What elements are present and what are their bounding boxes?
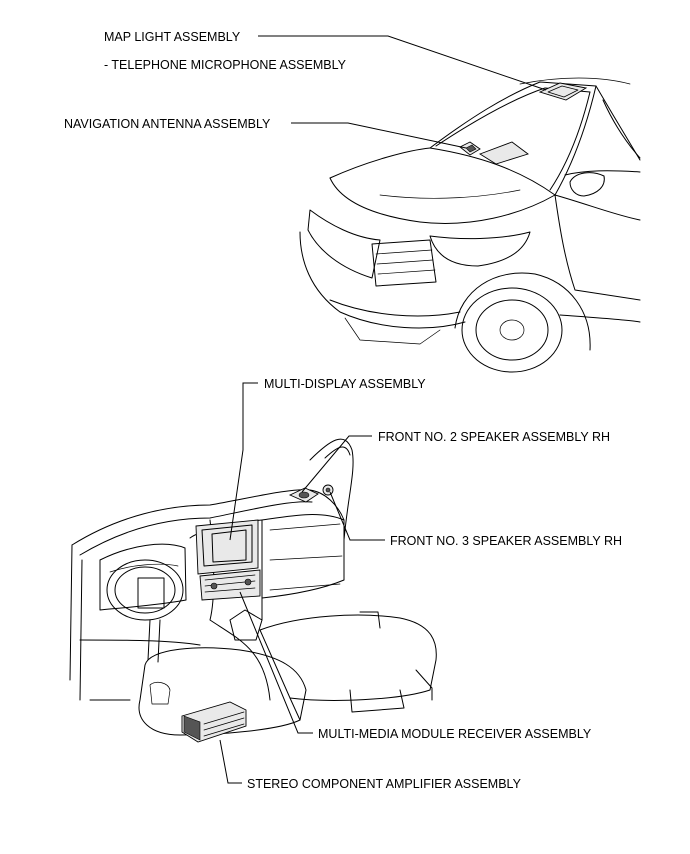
leader-map-light [258,35,547,91]
label-multi-media-receiver: MULTI-MEDIA MODULE RECEIVER ASSEMBLY [318,727,592,741]
leader-front-no3-speaker [329,491,385,541]
label-stereo-amplifier: STEREO COMPONENT AMPLIFIER ASSEMBLY [247,777,522,791]
label-map-light: MAP LIGHT ASSEMBLY [104,30,241,44]
front-no2-speaker-part [288,487,319,503]
callout-labels: MAP LIGHT ASSEMBLY - TELEPHONE MICROPHON… [64,30,622,791]
leader-lines [219,35,547,784]
navigation-antenna-part [459,141,529,165]
vehicle-exterior-illustration [299,77,641,373]
leader-multi-display [229,382,258,541]
label-telephone-microphone: - TELEPHONE MICROPHONE ASSEMBLY [104,58,347,72]
leader-stereo-amplifier [219,739,242,784]
label-front-no2-speaker: FRONT NO. 2 SPEAKER ASSEMBLY RH [378,430,610,444]
leader-front-no2-speaker [301,435,372,493]
map-light-part [538,82,588,101]
multi-display-part [195,519,259,575]
label-front-no3-speaker: FRONT NO. 3 SPEAKER ASSEMBLY RH [390,534,622,548]
vehicle-interior-illustration [69,438,437,736]
label-navigation-antenna: NAVIGATION ANTENNA ASSEMBLY [64,117,271,131]
leader-navigation-antenna [291,122,467,149]
stereo-amplifier-part [181,701,247,743]
leader-multi-media-receiver [239,591,313,734]
label-multi-display: MULTI-DISPLAY ASSEMBLY [264,377,426,391]
multi-media-receiver-part [199,569,261,601]
front-no3-speaker-part [322,484,334,496]
